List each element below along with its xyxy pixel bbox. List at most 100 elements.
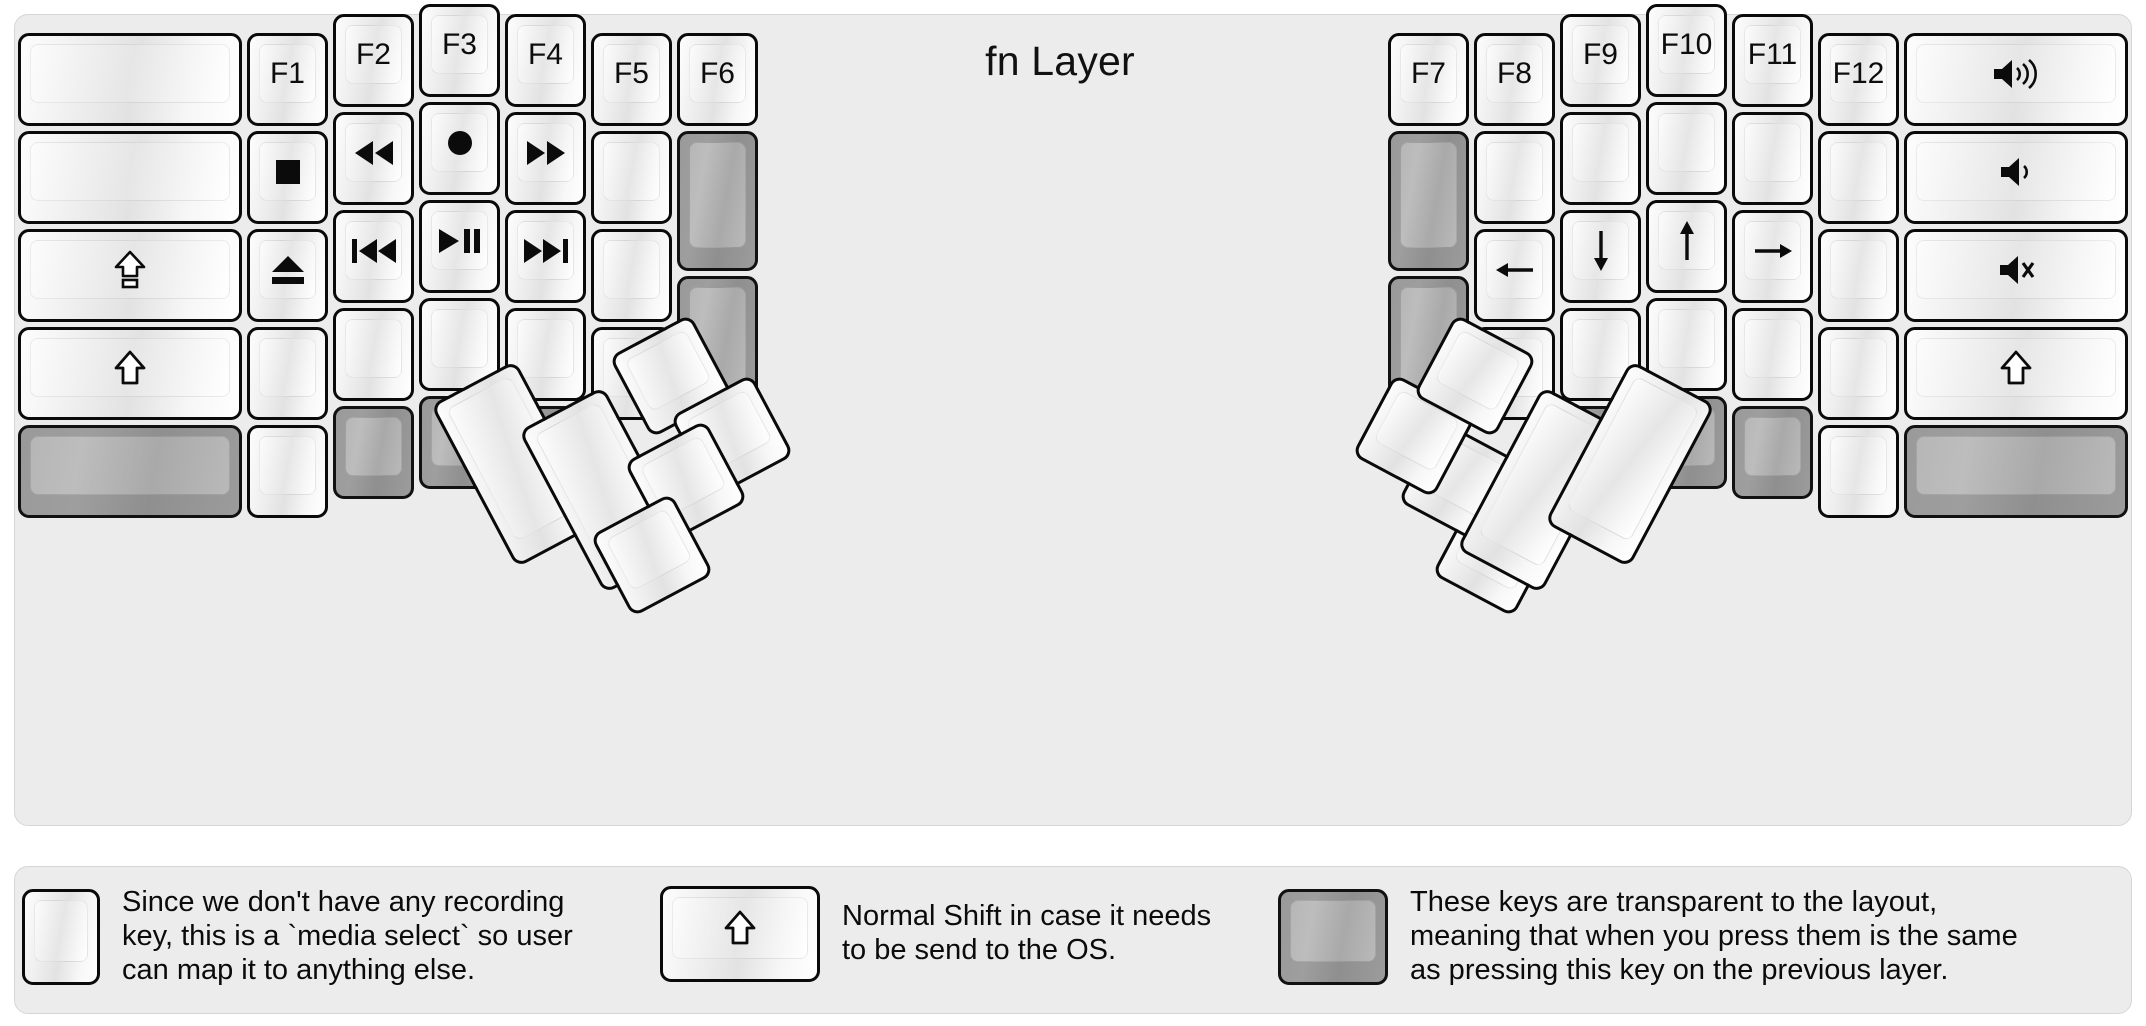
right-key-c6r3[interactable] bbox=[1818, 229, 1899, 322]
keycap-face bbox=[1916, 240, 2116, 299]
volume-down-icon bbox=[1998, 155, 2034, 189]
media-eject-icon bbox=[269, 253, 307, 287]
keycap-face: F10 bbox=[1658, 15, 1715, 74]
right-key-c7r1[interactable] bbox=[1904, 33, 2128, 126]
left-key-c4r2[interactable] bbox=[419, 102, 500, 195]
left-key-c7r1[interactable]: F6 bbox=[677, 33, 758, 126]
left-key-c7r2[interactable] bbox=[677, 131, 758, 271]
right-key-c4r4[interactable] bbox=[1646, 298, 1727, 391]
keycap-face bbox=[1434, 329, 1522, 413]
left-key-c4r3[interactable] bbox=[419, 200, 500, 293]
keycap-face bbox=[30, 338, 230, 397]
right-key-c4r3[interactable] bbox=[1646, 200, 1727, 293]
right-key-c5r3[interactable] bbox=[1732, 210, 1813, 303]
key-label: F1 bbox=[269, 56, 305, 90]
keycap-face: F4 bbox=[517, 25, 574, 84]
left-key-c3r4[interactable] bbox=[333, 308, 414, 401]
legend-item-3: These keys are transparent to the layout… bbox=[1278, 886, 2018, 988]
left-key-c2r1[interactable]: F1 bbox=[247, 33, 328, 126]
left-key-c3r2[interactable] bbox=[333, 112, 414, 205]
keycap-face bbox=[1744, 123, 1801, 182]
keycap-face bbox=[1916, 436, 2116, 495]
shift-arrow-icon bbox=[1999, 349, 2033, 387]
left-key-c6r3[interactable] bbox=[591, 229, 672, 322]
keycap-face bbox=[1572, 319, 1629, 378]
key-label: F11 bbox=[1747, 37, 1798, 71]
right-key-c1r2[interactable] bbox=[1388, 131, 1469, 271]
left-key-c5r2[interactable] bbox=[505, 112, 586, 205]
right-key-c7r5[interactable] bbox=[1904, 425, 2128, 518]
left-key-c4r1[interactable]: F3 bbox=[419, 4, 500, 97]
legend-sample-key-1 bbox=[22, 888, 100, 985]
left-key-c5r1[interactable]: F4 bbox=[505, 14, 586, 107]
left-key-c1r4[interactable] bbox=[18, 327, 242, 420]
keyboard-panel bbox=[14, 14, 2132, 826]
capslock-arrow-icon bbox=[113, 250, 147, 290]
shift-arrow-icon bbox=[723, 909, 757, 947]
left-key-c6r1[interactable]: F5 bbox=[591, 33, 672, 126]
left-key-c1r3[interactable] bbox=[18, 229, 242, 322]
left-key-c2r4[interactable] bbox=[247, 327, 328, 420]
keycap-face bbox=[1744, 221, 1801, 280]
shift-arrow-icon bbox=[113, 349, 147, 387]
left-key-c3r5[interactable] bbox=[333, 406, 414, 499]
keycap-face bbox=[1916, 142, 2116, 201]
keycap-face bbox=[1830, 436, 1887, 495]
right-key-c7r2[interactable] bbox=[1904, 131, 2128, 224]
right-key-c4r2[interactable] bbox=[1646, 102, 1727, 195]
keycap-face bbox=[1916, 338, 2116, 397]
right-key-c5r2[interactable] bbox=[1732, 112, 1813, 205]
keycap-face bbox=[517, 123, 574, 182]
key-label: F8 bbox=[1496, 56, 1532, 90]
media-rewind-icon bbox=[352, 139, 396, 167]
right-key-c5r5[interactable] bbox=[1732, 406, 1813, 499]
left-key-c3r1[interactable]: F2 bbox=[333, 14, 414, 107]
legend-sample-key-2 bbox=[660, 886, 820, 982]
keycap-face bbox=[517, 319, 574, 378]
left-key-c3r3[interactable] bbox=[333, 210, 414, 303]
left-key-c2r3[interactable] bbox=[247, 229, 328, 322]
right-key-c3r3[interactable] bbox=[1560, 210, 1641, 303]
keycap-face bbox=[345, 123, 402, 182]
key-label: F7 bbox=[1410, 56, 1446, 90]
left-key-c1r1[interactable] bbox=[18, 33, 242, 126]
left-key-c2r2[interactable] bbox=[247, 131, 328, 224]
keycap-face bbox=[1830, 142, 1887, 201]
keycap-face bbox=[1290, 899, 1376, 962]
legend-text-2: Normal Shift in case it needs to be send… bbox=[842, 900, 1212, 966]
right-key-c2r1[interactable]: F8 bbox=[1474, 33, 1555, 126]
media-stop-icon bbox=[273, 157, 303, 187]
right-key-c6r4[interactable] bbox=[1818, 327, 1899, 420]
right-key-c1r1[interactable]: F7 bbox=[1388, 33, 1469, 126]
keycap-face bbox=[1658, 211, 1715, 270]
right-key-c3r2[interactable] bbox=[1560, 112, 1641, 205]
right-key-c4r1[interactable]: F10 bbox=[1646, 4, 1727, 97]
right-key-c6r2[interactable] bbox=[1818, 131, 1899, 224]
right-key-c6r1[interactable]: F12 bbox=[1818, 33, 1899, 126]
right-key-c2r3[interactable] bbox=[1474, 229, 1555, 322]
right-key-c7r3[interactable] bbox=[1904, 229, 2128, 322]
keycap-face: F5 bbox=[603, 44, 660, 103]
arrow-down-icon bbox=[1586, 229, 1616, 273]
keycap-face bbox=[345, 417, 402, 476]
right-key-c5r1[interactable]: F11 bbox=[1732, 14, 1813, 107]
left-key-c6r2[interactable] bbox=[591, 131, 672, 224]
key-label: F6 bbox=[699, 56, 735, 90]
right-key-c2r2[interactable] bbox=[1474, 131, 1555, 224]
keycap-face bbox=[431, 309, 488, 368]
left-key-c1r5[interactable] bbox=[18, 425, 242, 518]
keycap-face bbox=[259, 338, 316, 397]
right-key-c7r4[interactable] bbox=[1904, 327, 2128, 420]
right-key-c6r5[interactable] bbox=[1818, 425, 1899, 518]
media-next-icon bbox=[522, 237, 570, 265]
left-key-c1r2[interactable] bbox=[18, 131, 242, 224]
keycap-face: F3 bbox=[431, 15, 488, 74]
left-key-c5r3[interactable] bbox=[505, 210, 586, 303]
keycap-face bbox=[431, 211, 488, 270]
right-key-c5r4[interactable] bbox=[1732, 308, 1813, 401]
key-label: F9 bbox=[1582, 37, 1618, 71]
right-key-c3r1[interactable]: F9 bbox=[1560, 14, 1641, 107]
left-key-c2r5[interactable] bbox=[247, 425, 328, 518]
keycap-face: F6 bbox=[689, 44, 746, 103]
keycap-face bbox=[34, 899, 88, 962]
